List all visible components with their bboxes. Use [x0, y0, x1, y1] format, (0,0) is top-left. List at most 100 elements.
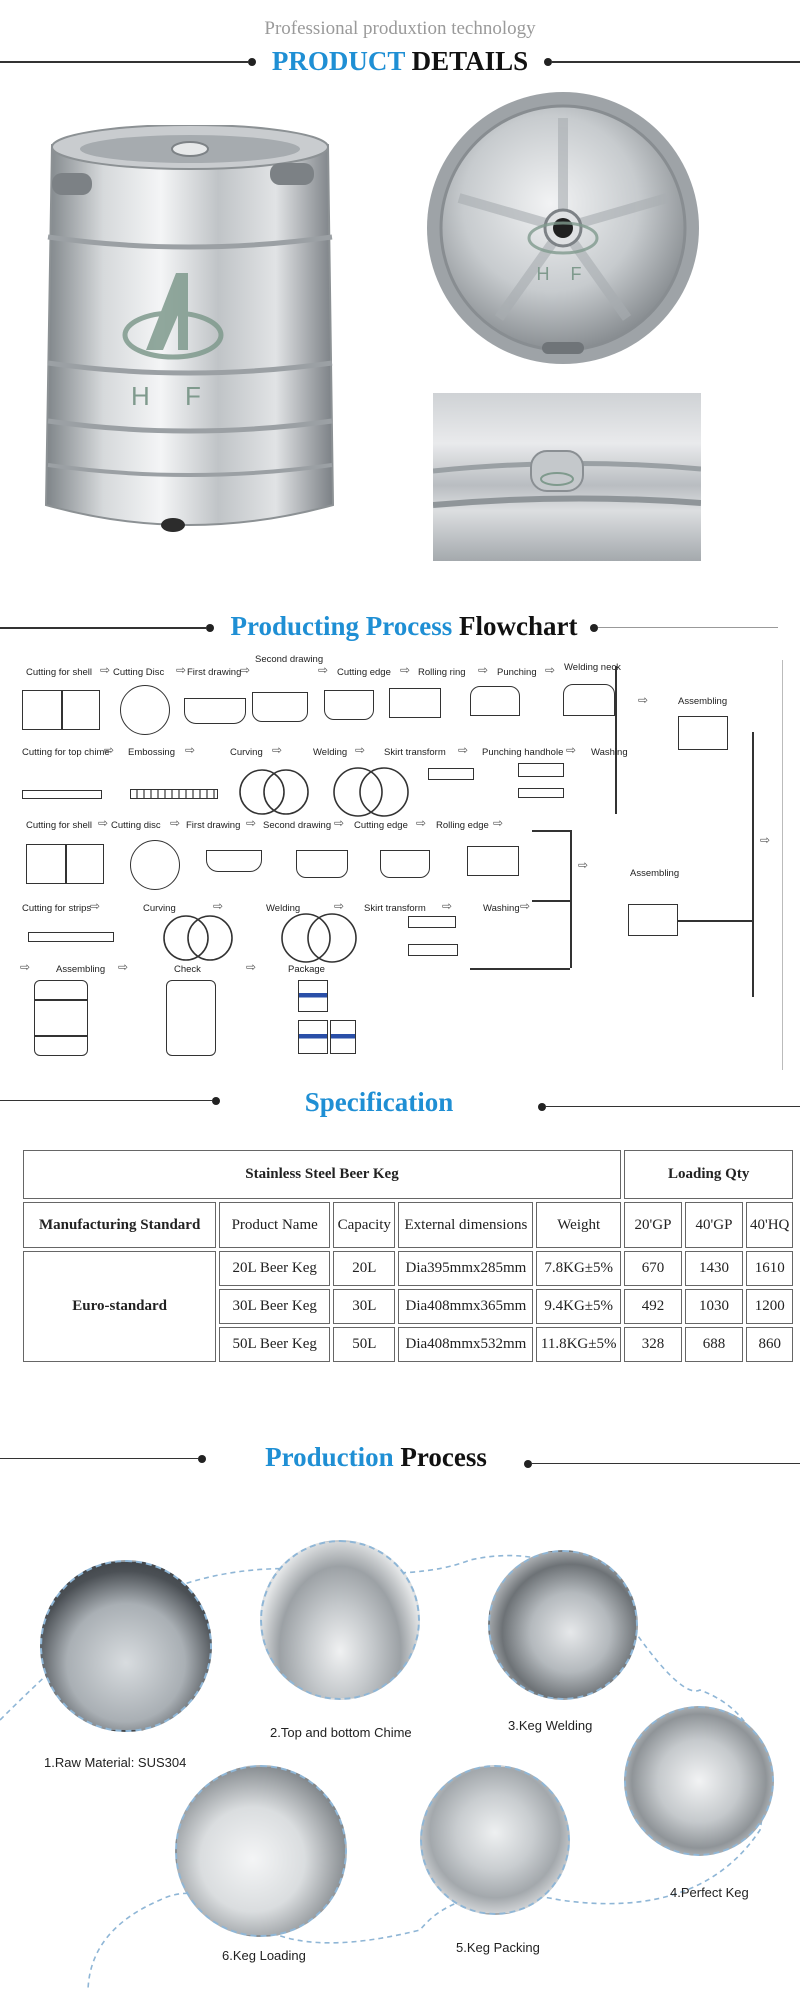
- arrow-icon: ⇨: [272, 743, 283, 757]
- divider-left: [0, 61, 248, 63]
- title-blue: Producting Process: [230, 611, 453, 641]
- table-cell: 492: [624, 1289, 682, 1324]
- fc-package-box: [298, 980, 328, 1012]
- table-cell: 11.8KG±5%: [536, 1327, 621, 1362]
- fc-step: Cutting edge: [354, 820, 408, 831]
- fc-shape: [324, 690, 374, 720]
- fc-step: Cutting for shell: [26, 667, 93, 678]
- step-label: 6.Keg Loading: [222, 1948, 306, 1963]
- product-details-title: PRODUCT DETAILS: [258, 46, 542, 77]
- divider-right: [598, 627, 778, 628]
- fc-shape: [162, 914, 234, 962]
- arrow-icon: ⇨: [240, 663, 251, 677]
- fc-shape: [120, 685, 170, 735]
- step-label: 5.Keg Packing: [456, 1940, 540, 1955]
- fc-border: [782, 660, 783, 1070]
- step-label: 3.Keg Welding: [508, 1718, 593, 1733]
- col-header: External dimensions: [398, 1202, 534, 1248]
- fc-connector: [570, 830, 572, 968]
- flowchart-title: Producting Process Flowchart: [216, 611, 592, 642]
- fc-shape: [130, 789, 218, 799]
- specification-title: Specification: [304, 1087, 454, 1117]
- fc-shape: [628, 904, 678, 936]
- spec-table: Stainless Steel Beer Keg Loading Qty Man…: [20, 1147, 796, 1365]
- arrow-icon: ⇨: [100, 663, 111, 677]
- divider-left: [0, 627, 206, 629]
- arrow-icon: ⇨: [246, 960, 257, 974]
- step-image: [175, 1765, 347, 1937]
- fc-step: Washing: [483, 903, 520, 914]
- fc-shape: [34, 980, 88, 1056]
- arrow-icon: ⇨: [318, 663, 329, 677]
- fc-step: Package: [288, 964, 325, 975]
- process-flowchart: Cutting for shell Cutting Disc First dra…: [0, 650, 800, 1075]
- fc-step: Rolling ring: [418, 667, 466, 678]
- fc-shape: [380, 850, 430, 878]
- arrow-icon: ⇨: [545, 663, 556, 677]
- fc-connector: [470, 968, 570, 970]
- fc-step: Rolling edge: [436, 820, 489, 831]
- table-cell: Dia408mmx365mm: [398, 1289, 534, 1324]
- fc-step: Cutting for strips: [22, 903, 92, 914]
- fc-package-box: [298, 1020, 328, 1054]
- standard-cell: Euro-standard: [23, 1251, 217, 1362]
- fc-step: Assembling: [678, 696, 728, 707]
- arrow-icon: ⇨: [334, 816, 345, 830]
- production-process-title: Production Process: [226, 1442, 526, 1473]
- arrow-icon: ⇨: [493, 816, 504, 830]
- title-dark: Process: [400, 1442, 487, 1472]
- fc-step: Second drawing: [263, 820, 332, 831]
- fc-step: Curving: [143, 903, 176, 914]
- fc-step: Washing: [591, 747, 628, 758]
- arrow-icon: ⇨: [520, 899, 531, 913]
- arrow-icon: ⇨: [760, 833, 771, 847]
- fc-connector: [752, 732, 754, 997]
- fc-connector: [615, 666, 617, 814]
- fc-step: Welding: [266, 903, 301, 914]
- table-cell: 50L Beer Keg: [219, 1327, 331, 1362]
- fc-step: Embossing: [128, 747, 175, 758]
- fc-shape: [130, 840, 180, 890]
- fc-step: Cutting Disc: [113, 667, 165, 678]
- fc-shape: [26, 844, 104, 884]
- table-cell: 1200: [746, 1289, 794, 1324]
- fc-shape: [28, 932, 114, 942]
- fc-shape: [22, 690, 100, 730]
- subtitle: Professional produxtion technology: [264, 18, 536, 39]
- fc-step: Assembling: [630, 868, 680, 879]
- arrow-icon: ⇨: [566, 743, 577, 757]
- fc-shape: [678, 716, 728, 750]
- arrow-icon: ⇨: [90, 899, 101, 913]
- step-label: 1.Raw Material: SUS304: [44, 1755, 187, 1770]
- divider-right: [546, 1106, 800, 1107]
- table-row: 30L Beer Keg 30L Dia408mmx365mm 9.4KG±5%…: [23, 1289, 794, 1324]
- production-steps: 1.Raw Material: SUS304 2.Top and bottom …: [0, 1500, 800, 2000]
- fc-shape: [166, 980, 216, 1056]
- fc-shape: [296, 850, 348, 878]
- arrow-icon: ⇨: [638, 693, 649, 707]
- table-cell: 20L Beer Keg: [219, 1251, 331, 1286]
- fc-connector: [678, 920, 752, 922]
- table-cell: 1430: [685, 1251, 743, 1286]
- fc-step: Welding neck: [564, 662, 621, 673]
- fc-step: Skirt transform: [364, 903, 426, 914]
- step-label: 2.Top and bottom Chime: [270, 1725, 412, 1740]
- divider-left: [0, 1100, 212, 1101]
- fc-shape: [408, 916, 456, 928]
- arrow-icon: ⇨: [213, 899, 224, 913]
- table-cell: 328: [624, 1327, 682, 1362]
- arrow-icon: ⇨: [334, 899, 345, 913]
- col-header: Manufacturing Standard: [23, 1202, 217, 1248]
- hf-logo-icon: [122, 273, 224, 360]
- step-image: [488, 1550, 638, 1700]
- arrow-icon: ⇨: [442, 899, 453, 913]
- table-cell: 1610: [746, 1251, 794, 1286]
- title-dark: DETAILS: [411, 46, 529, 76]
- fc-shape: [184, 698, 246, 724]
- fc-shape: [330, 766, 412, 818]
- fc-shape: [22, 790, 102, 799]
- arrow-icon: ⇨: [176, 663, 187, 677]
- fc-shape: [238, 768, 310, 816]
- arrow-icon: ⇨: [98, 816, 109, 830]
- divider-dot: [206, 624, 214, 632]
